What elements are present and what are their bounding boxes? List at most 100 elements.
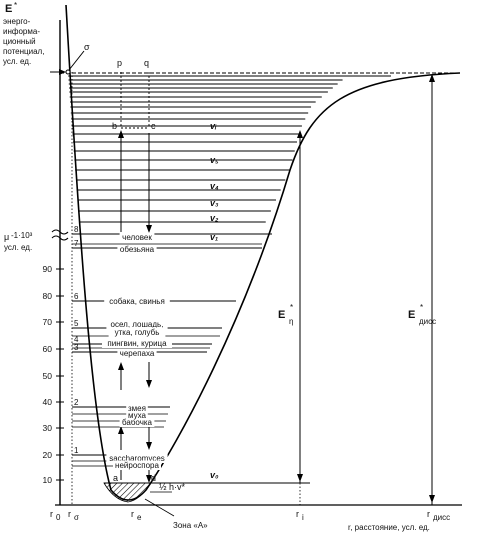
re-subscript: e [137,513,142,522]
organism-label: человек [122,233,152,242]
organism-label-background [113,460,161,470]
sigma-pointer [68,50,85,71]
a-label: a [113,473,118,483]
r0-label: r [50,509,53,519]
ri-subscript: i [302,513,304,522]
r-diss-label: r [427,509,430,519]
organism-label: обезьяна [120,245,155,254]
energy-axis-star: * [14,1,17,10]
energy-axis-line-1: энерго- [3,17,31,26]
mu-axis-units: усл. ед. [4,243,32,252]
organism-label: бабочка [122,418,153,427]
organism-label-background [108,327,166,337]
vibration-level-label: v₂ [210,213,219,223]
p-label: p [117,58,122,68]
vibration-level-label: v₁ [210,232,218,242]
y-tick-label: 30 [43,423,53,433]
organism-label: saccharomyces [109,454,165,463]
e-diss-star: * [420,303,423,312]
y-tick-label: 60 [43,344,53,354]
d-label: d [151,473,156,483]
organism-label-background [117,244,157,254]
r0-subscript: 0 [56,513,61,522]
vibration-level-label: vᵢ [210,121,217,131]
arrowhead-down-upper [146,225,152,233]
level-number-7: 7 [74,239,79,248]
y-tick-label: 50 [43,371,53,381]
level-number-2: 2 [74,398,79,407]
mu-axis-exponent: -1·10³ [11,231,33,240]
organism-label-background [102,338,172,348]
energy-axis-line-3: ционный [3,37,36,46]
ri-label: r [296,509,299,519]
zone-a-label: Зона «А» [173,521,208,530]
level-number-6: 6 [74,292,79,301]
x-axis-label: r, расстояние, усл. ед. [348,523,430,532]
organism-label: черепаха [120,349,155,358]
y-tick-label: 90 [43,264,53,274]
vibration-level-label: v₃ [210,198,219,208]
organism-label: нейроспора [115,461,159,470]
energy-axis-line-4: потенциал, [3,47,44,56]
arrowhead-down-middle [146,380,152,388]
axis-break-mark [51,229,69,241]
energy-axis-symbol: E [5,3,12,15]
vibration-level-label: v₄ [210,181,219,191]
y-tick-label: 80 [43,291,53,301]
potential-curve [65,4,461,501]
level-number-4: 4 [74,335,79,344]
organism-label-background [106,319,168,329]
r-sigma-subscript: σ [74,513,79,522]
e-eta-subscript: η [289,317,293,326]
re-label: r [131,509,134,519]
e-diss-arrowhead-top [429,74,435,82]
organism-label: собака, свинья [109,297,165,306]
level-number-8: 8 [74,225,79,234]
q-label: q [144,58,149,68]
arrowhead-dd-down [146,475,152,483]
organism-label-background [119,417,155,427]
origin-arrowhead [59,69,66,75]
e-eta-label: E [278,309,285,321]
b-label: b [112,121,117,131]
r-sigma-label: r [68,509,71,519]
y-tick-label: 70 [43,317,53,327]
y-tick-label: 20 [43,450,53,460]
organism-label-background [117,348,157,358]
level-number-3: 3 [74,343,79,352]
e-eta-arrowhead-top [297,130,303,138]
e-diss-arrowhead-bottom [429,495,435,503]
organism-label-background [104,296,170,306]
half-hv-label: ½ h·v* [159,482,186,492]
arrowhead-up-lower [118,426,124,434]
arrowhead-down-lower [146,442,152,450]
organism-label-background [106,453,168,463]
vibration-level-label: v₀ [210,470,219,480]
organism-label: пингвин, курица [107,339,167,348]
c-label: c [151,121,156,131]
vibration-level-label: v₅ [210,155,219,165]
arrowhead-up-middle [118,362,124,370]
organism-label: утка, голубь [115,328,160,337]
sigma-point [65,69,71,75]
e-eta-star: * [290,303,293,312]
energy-axis-line-2: информа- [3,27,40,36]
organism-label-background [126,410,148,420]
level-number-1: 1 [74,446,79,455]
e-diss-label: E [408,309,415,321]
r-diss-subscript: дисс [433,513,450,522]
e-diss-subscript: дисс [419,317,436,326]
y-tick-label: 40 [43,397,53,407]
organism-label-background [126,403,148,413]
organism-label: муха [128,411,147,420]
level-number-5: 5 [74,319,79,328]
sigma-label: σ [84,42,90,52]
organism-label: змея [128,404,146,413]
organism-label-background [119,232,155,242]
mu-axis-symbol: μ [4,232,9,242]
e-eta-arrowhead-bottom [297,474,303,482]
zone-pointer [144,498,175,517]
energy-axis-line-5: усл. ед. [3,57,31,66]
y-tick-label: 10 [43,475,53,485]
